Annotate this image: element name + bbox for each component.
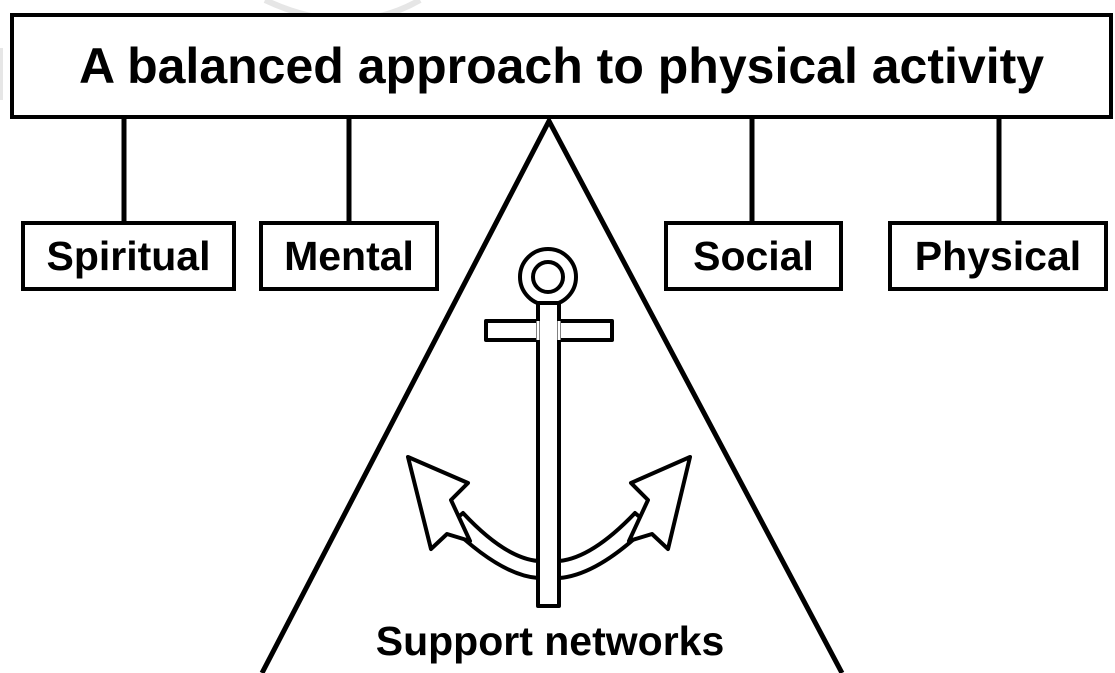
pillar-physical: Physical <box>888 221 1108 291</box>
pillar-label: Mental <box>284 232 414 279</box>
support-networks-label: Support networks <box>375 618 725 664</box>
pillar-mental: Mental <box>259 221 439 291</box>
title-box: A balanced approach to physical activity <box>10 13 1113 119</box>
pillar-spiritual: Spiritual <box>21 221 236 291</box>
anchor-icon <box>406 247 692 608</box>
pillar-social: Social <box>664 221 843 291</box>
title-text: A balanced approach to physical activity <box>78 38 1045 94</box>
support-triangle <box>259 115 845 673</box>
pillar-label: Spiritual <box>46 232 211 279</box>
pillar-label: Social <box>693 232 814 279</box>
pillar-label: Physical <box>914 232 1082 279</box>
